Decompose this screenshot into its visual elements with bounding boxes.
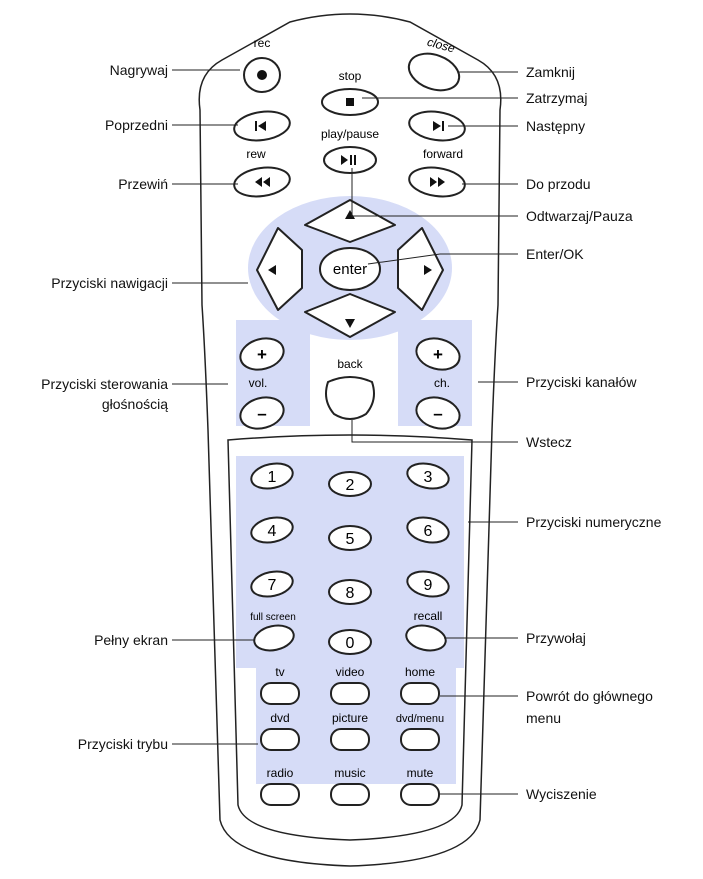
- mute-button[interactable]: [401, 784, 439, 805]
- tv-label: tv: [275, 665, 284, 679]
- picture-label: picture: [332, 711, 368, 725]
- digit-2-label: 2: [346, 477, 355, 494]
- video-label: video: [336, 665, 365, 679]
- mode-buttons: [261, 683, 439, 805]
- digit-7-label: 7: [268, 577, 277, 594]
- home-button[interactable]: [401, 683, 439, 704]
- video-button[interactable]: [331, 683, 369, 704]
- ch-label: ch.: [434, 376, 450, 390]
- music-label: music: [334, 766, 365, 780]
- dvd-label: dvd: [270, 711, 289, 725]
- callout-wyciszenie: Wyciszenie: [526, 786, 597, 802]
- callout-wstecz: Wstecz: [526, 434, 572, 450]
- previous-button[interactable]: [232, 108, 291, 144]
- callout-przewin: Przewiń: [118, 176, 168, 192]
- callout-do-przodu: Do przodu: [526, 176, 591, 192]
- callout-glosnosc-line2: głośnością: [102, 396, 168, 412]
- callout-odtwarzaj: Odtwarzaj/Pauza: [526, 208, 633, 224]
- home-label: home: [405, 665, 435, 679]
- play-pause-button[interactable]: [324, 147, 376, 173]
- digit-5-label: 5: [346, 531, 355, 548]
- forward-button[interactable]: [407, 164, 466, 200]
- callout-przywolaj: Przywołaj: [526, 630, 586, 646]
- vol-minus-sign: –: [257, 404, 266, 423]
- vol-plus-sign: +: [257, 345, 267, 364]
- recall-label: recall: [414, 609, 443, 623]
- digit-9-label: 9: [424, 577, 433, 594]
- ch-plus-sign: +: [433, 345, 443, 364]
- radio-button[interactable]: [261, 784, 299, 805]
- picture-button[interactable]: [331, 729, 369, 750]
- callout-enter-ok: Enter/OK: [526, 246, 584, 262]
- callout-kanaly: Przyciski kanałów: [526, 374, 636, 390]
- digit-8-label: 8: [346, 585, 355, 602]
- music-button[interactable]: [331, 784, 369, 805]
- dvd-menu-button[interactable]: [401, 729, 439, 750]
- callout-powrot-line2: menu: [526, 710, 561, 726]
- callout-zamknij: Zamknij: [526, 64, 575, 80]
- enter-label: enter: [333, 261, 367, 278]
- full-screen-label: full screen: [250, 612, 296, 623]
- rewind-button[interactable]: [232, 164, 291, 200]
- rew-label: rew: [246, 147, 266, 161]
- close-button[interactable]: [404, 47, 464, 97]
- dvd-menu-label: dvd/menu: [396, 713, 444, 725]
- back-button[interactable]: [326, 377, 374, 419]
- callout-zatrzymaj: Zatrzymaj: [526, 90, 587, 106]
- mute-label: mute: [407, 766, 434, 780]
- dvd-button[interactable]: [261, 729, 299, 750]
- digit-3-label: 3: [424, 469, 433, 486]
- callout-nawigacja: Przyciski nawigacji: [51, 275, 168, 291]
- forward-label: forward: [423, 147, 463, 161]
- play-pause-label: play/pause: [321, 127, 379, 141]
- digit-0-label: 0: [346, 635, 355, 652]
- close-label: close: [426, 35, 457, 56]
- callout-nastepny: Następny: [526, 118, 585, 134]
- ch-minus-sign: –: [433, 404, 442, 423]
- callout-tryb: Przyciski trybu: [78, 736, 168, 752]
- radio-label: radio: [267, 766, 294, 780]
- callout-poprzedni: Poprzedni: [105, 117, 168, 133]
- stop-label: stop: [339, 69, 362, 83]
- callout-pelny-ekran: Pełny ekran: [94, 632, 168, 648]
- tv-button[interactable]: [261, 683, 299, 704]
- callout-nagrywaj: Nagrywaj: [110, 62, 168, 78]
- callout-powrot-line1: Powrót do głównego: [526, 688, 653, 704]
- stop-button[interactable]: [322, 89, 378, 115]
- rec-label: rec: [254, 36, 271, 50]
- digit-6-label: 6: [424, 523, 433, 540]
- digit-1-label: 1: [268, 469, 277, 486]
- callout-numeryczne: Przyciski numeryczne: [526, 514, 661, 530]
- callout-glosnosc-line1: Przyciski sterowania: [41, 376, 168, 392]
- vol-label: vol.: [249, 376, 268, 390]
- back-label: back: [337, 357, 363, 371]
- digit-4-label: 4: [268, 523, 277, 540]
- rec-button[interactable]: [244, 58, 280, 92]
